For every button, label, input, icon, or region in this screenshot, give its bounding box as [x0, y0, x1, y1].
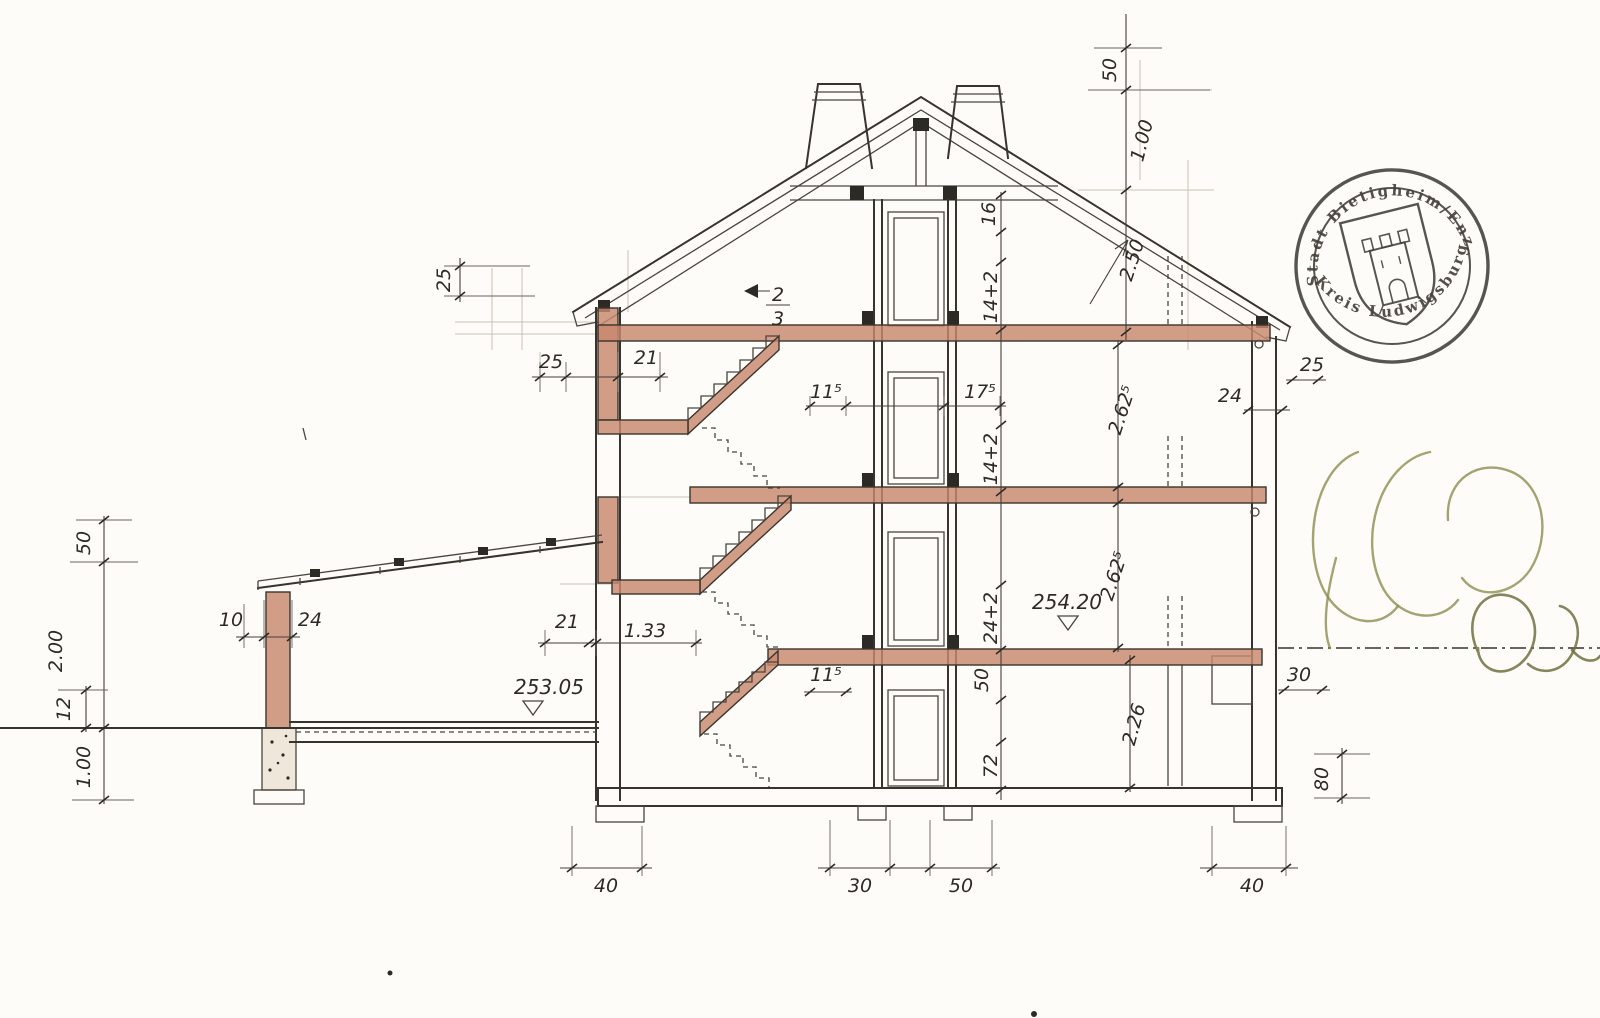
level-value-upper: 254.20 — [1032, 590, 1102, 614]
level-marker-lower: 253.05 — [514, 675, 584, 717]
detail-numerator: 2 — [772, 284, 784, 306]
pen-scribbles — [1311, 450, 1600, 673]
left-wall-upper — [597, 496, 619, 584]
dim-left-200: 2.00 — [45, 630, 67, 672]
building-section — [0, 83, 1600, 823]
dim-slab-72: 72 — [980, 754, 1002, 778]
footing-right — [1233, 805, 1283, 823]
dim-left-100: 1.00 — [73, 746, 95, 788]
detail-marker: 2 3 — [744, 284, 790, 330]
upper-floor-slab — [689, 486, 1267, 504]
dim-attic-14-2: 14+2 — [980, 271, 1002, 323]
dim-ground-50: 50 — [971, 668, 993, 692]
dim-left-50: 50 — [73, 531, 95, 555]
dim-stair-21: 21 — [555, 611, 579, 633]
ground-floor-slab — [767, 648, 1263, 666]
ridge-beam — [913, 118, 929, 131]
dim-stair-133: 1.33 — [624, 620, 666, 642]
dim-top-250: 2.50 — [1115, 237, 1149, 284]
municipal-stamp: Stadt Bietigheim/Enz Kreis Ludwigsburg — [1284, 162, 1490, 364]
footing-left — [595, 805, 645, 823]
dim-wall-left-21: 21 — [634, 347, 658, 369]
annex-footing — [253, 789, 305, 805]
dim-shaft-11-5: 11⁵ — [810, 381, 842, 403]
dim-found-30: 30 — [848, 875, 872, 897]
stair-flight-slab-low — [699, 649, 779, 738]
stair-flight-slab-mid — [699, 494, 792, 596]
dim-wall-right-24: 24 — [1218, 385, 1242, 407]
level-marker-upper: 254.20 — [1032, 590, 1102, 632]
dim-eave-left-25: 25 — [433, 268, 455, 292]
dim-wall-left-25: 25 — [539, 351, 563, 373]
chimneys — [804, 83, 1010, 170]
dim-upper-14-2: 14+2 — [980, 433, 1002, 485]
dim-ground-11-5: 11⁵ — [810, 664, 842, 686]
pencil-guides — [455, 60, 1214, 585]
dim-top-100: 1.00 — [1126, 117, 1158, 163]
dim-found-50: 50 — [949, 875, 973, 897]
dim-found-40-right: 40 — [1240, 875, 1264, 897]
attic-floor-slab — [597, 324, 1271, 342]
level-value-lower: 253.05 — [514, 675, 584, 699]
dim-right-30: 30 — [1287, 664, 1311, 686]
scan-artifacts — [302, 427, 1037, 1017]
dim-ground-24-2: 24+2 — [980, 592, 1002, 644]
stair-flight-slab-top — [687, 334, 780, 436]
detail-denominator: 3 — [772, 308, 784, 330]
basement — [595, 787, 1283, 823]
dim-shaft-17-5: 17⁵ — [964, 381, 996, 403]
dim-found-40-left: 40 — [594, 875, 618, 897]
roof — [571, 95, 1292, 342]
annex — [253, 534, 604, 805]
staircase — [597, 334, 792, 788]
stair-landing-top — [597, 419, 689, 435]
dim-storey-upper: 2.62⁵ — [1104, 383, 1140, 437]
annex-wall — [265, 591, 291, 729]
dim-left-12: 12 — [53, 697, 75, 721]
annex-foundation — [261, 727, 297, 791]
stair-landing-mid — [611, 579, 701, 595]
stamp-coat-of-arms — [1338, 202, 1436, 326]
dim-annex-24: 24 — [298, 609, 322, 631]
dimensions: 254.20 253.05 2 3 50 1.00 2.50 16 14+2 1… — [45, 14, 1370, 897]
dim-rafter-16: 16 — [978, 202, 1000, 226]
floor-slabs — [597, 324, 1271, 666]
dim-top-50: 50 — [1099, 58, 1121, 82]
dim-right-80: 80 — [1311, 767, 1333, 791]
dim-storey-ground: 2.62⁵ — [1096, 549, 1132, 603]
dim-eave-right-25: 25 — [1300, 354, 1324, 376]
terrain — [0, 647, 1600, 729]
dim-annex-10: 10 — [219, 609, 243, 631]
dim-storey-basement: 2.26 — [1118, 701, 1150, 748]
